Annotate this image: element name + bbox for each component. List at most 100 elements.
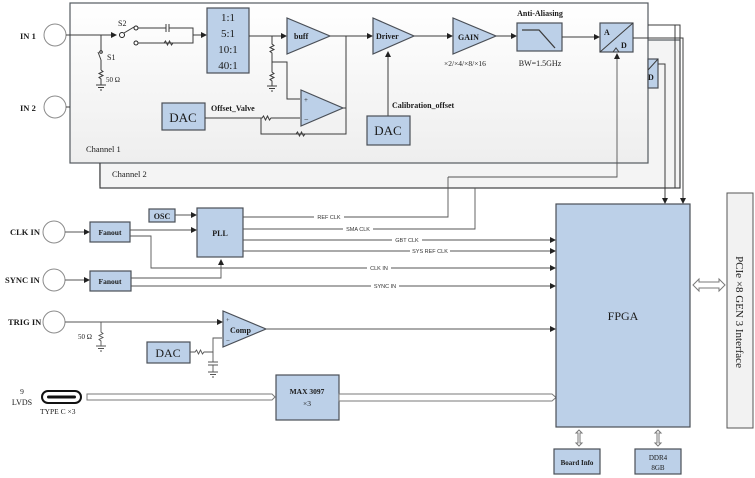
adc-clock-feed: [448, 53, 620, 178]
board-info-bus: [574, 429, 584, 447]
comp-plus: +: [226, 317, 230, 324]
opamp-plus: +: [304, 96, 308, 104]
clk-in-connector[interactable]: [42, 220, 66, 244]
buff-label: buff: [294, 32, 309, 41]
s2-contact-dc: [133, 40, 139, 46]
type-c-tongue-icon: [47, 395, 76, 399]
lvds-label: LVDS: [12, 398, 32, 407]
label-bg: [410, 247, 450, 254]
channel-2-label: Channel 2: [112, 169, 147, 179]
sync-to-pll: [131, 259, 224, 279]
pcie-label: PCIe ×8 GEN 3 Interface: [733, 256, 745, 368]
comp-minus: −: [226, 337, 230, 345]
clk-fanout-label: Fanout: [99, 228, 122, 237]
label-bg: [392, 236, 422, 243]
ref-clk-label: REF CLK: [317, 215, 341, 221]
pll-label: PLL: [212, 229, 228, 238]
clk-in-signal-label: CLK IN: [370, 266, 388, 272]
max3097-block[interactable]: [275, 374, 340, 421]
sma-clk-label: SMA CLK: [346, 227, 370, 233]
clk-in-line: [130, 235, 556, 271]
attenuator-block[interactable]: [206, 7, 250, 74]
adc2-output-wire: [658, 63, 668, 204]
channel-1-label: Channel 1: [86, 144, 121, 154]
max3097-to-fpga-bus: [338, 393, 557, 402]
calibration-offset-label: Calibration_offset: [392, 101, 455, 110]
attenuator-ratio-4: 40:1: [218, 60, 238, 72]
in1-label: IN 1: [20, 31, 36, 41]
s1-blade: [97, 51, 102, 61]
trig-dac-block[interactable]: [146, 341, 191, 364]
adc-d-label: D: [621, 41, 627, 50]
sync-in-connector[interactable]: [42, 268, 66, 292]
driver-label: Driver: [376, 32, 399, 41]
driver-amplifier[interactable]: [372, 17, 416, 55]
feedback-loop: [260, 35, 347, 135]
fpga-block[interactable]: [555, 203, 691, 428]
coupling-resistor: [138, 39, 174, 47]
buff-amplifier[interactable]: [286, 17, 332, 55]
clk-fanout-block[interactable]: [89, 221, 131, 243]
in1-connector[interactable]: [43, 23, 67, 47]
s2-label: S2: [118, 19, 126, 28]
lvds-bus-arrow: [86, 393, 276, 401]
offset-opamp[interactable]: [300, 89, 345, 127]
pcie-bus-arrow: [692, 277, 726, 293]
adc-channel-2[interactable]: [647, 58, 659, 89]
s2-common-contact: [119, 32, 125, 38]
adc-a-label: A: [604, 28, 610, 37]
threshold-capacitor: [208, 352, 218, 378]
anti-aliasing-label: Anti-Aliasing: [517, 9, 563, 18]
type-c-label: TYPE C ×3: [40, 407, 76, 416]
s1-termination-resistor: [96, 69, 106, 91]
offset-dac-block[interactable]: [161, 102, 206, 131]
s2-contact-ac: [133, 25, 139, 31]
in2-connector[interactable]: [43, 95, 67, 119]
trig-in-connector[interactable]: [42, 310, 66, 334]
gbt-clk-label: GBT CLK: [395, 238, 419, 244]
ddr4-block[interactable]: [634, 448, 682, 475]
attenuator-ratio-1: 1:1: [221, 12, 235, 24]
max3097-label: MAX 3097: [290, 387, 325, 396]
clk-in-label: CLK IN: [10, 227, 41, 237]
label-bg: [371, 282, 399, 289]
ddr4-label: DDR4: [649, 454, 668, 462]
ddr4-size: 8GB: [651, 464, 665, 472]
adc1-output-wire: [633, 37, 686, 204]
sync-in-label: SYNC IN: [5, 275, 41, 285]
lowpass-response-icon: [522, 29, 556, 49]
channel-stack-outline: [648, 24, 676, 188]
trig-termination-label: 50 Ω: [78, 333, 92, 341]
board-info-block[interactable]: [553, 448, 601, 475]
trig-termination-resistor: [96, 322, 106, 352]
calibration-dac-label: DAC: [374, 123, 401, 138]
pcie-interface-block[interactable]: [726, 192, 754, 429]
adc-diagonal: [599, 22, 634, 53]
fpga-label: FPGA: [608, 309, 639, 323]
trig-in-label: TRIG IN: [8, 317, 42, 327]
ddr4-bus: [653, 429, 663, 447]
osc-block[interactable]: [148, 208, 176, 223]
sync-fanout-block[interactable]: [89, 270, 132, 292]
pll-block[interactable]: [196, 207, 244, 258]
label-bg: [343, 225, 373, 232]
osc-label: OSC: [154, 212, 171, 221]
adc2-d-label: D: [648, 73, 654, 82]
anti-aliasing-filter[interactable]: [516, 22, 563, 52]
lvds-count-label: 9: [20, 387, 24, 396]
threshold-network: [190, 337, 222, 356]
attenuator-ratio-2: 5:1: [221, 28, 235, 40]
comparator[interactable]: [222, 310, 268, 348]
feedback-resistor: [295, 130, 306, 138]
divider-network: [268, 36, 300, 100]
label-bg: [314, 213, 344, 220]
gain-amplifier[interactable]: [452, 17, 498, 55]
s1-label: S1: [107, 53, 115, 62]
adc2-diagonal: [647, 58, 659, 71]
gain-options-label: ×2/×4/×8/×16: [444, 59, 486, 68]
ref-clk-line: [243, 177, 449, 218]
adc-clock-input-glyph: [612, 47, 620, 53]
calibration-dac-block[interactable]: [366, 115, 411, 146]
in2-label: IN 2: [20, 103, 36, 113]
